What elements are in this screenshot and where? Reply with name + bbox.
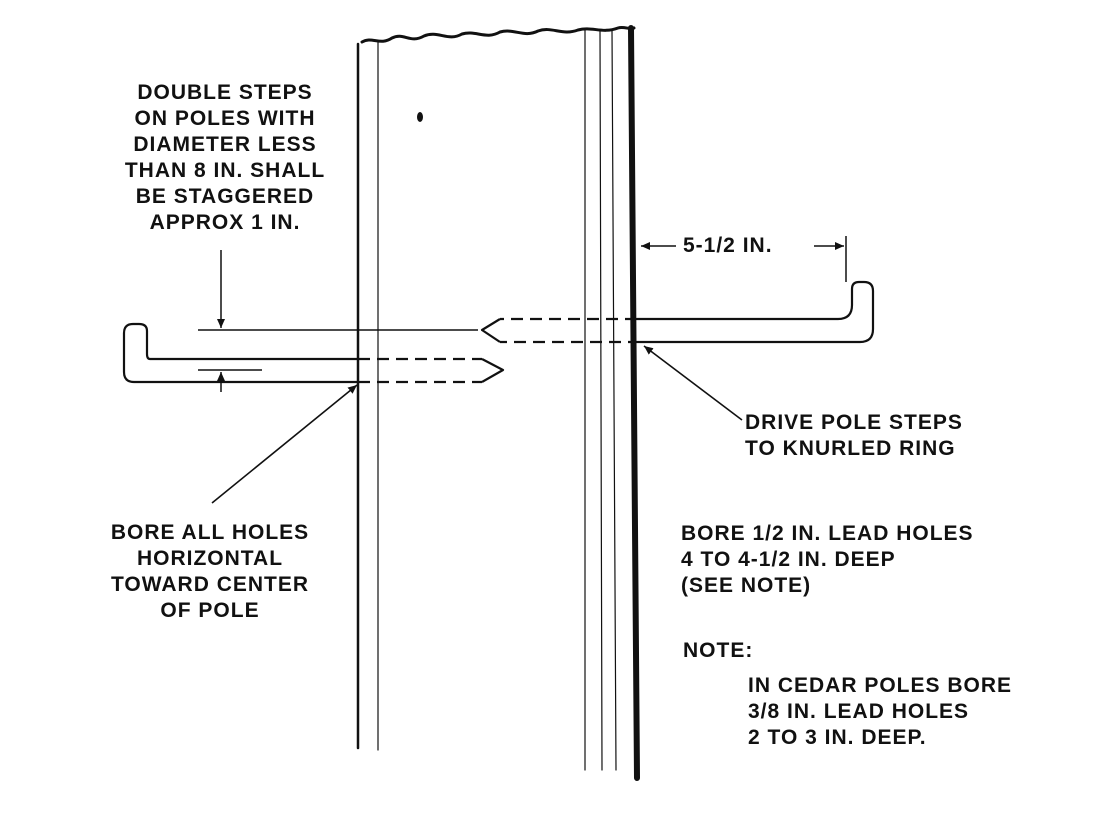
pole-broken-top bbox=[360, 25, 636, 44]
leader-lines bbox=[211, 345, 743, 504]
bore-holes-label: BORE ALL HOLES HORIZONTAL TOWARD CENTER … bbox=[110, 521, 310, 622]
step-length-label: 5-1/2 IN. bbox=[683, 234, 773, 257]
drive-steps-leader bbox=[643, 345, 743, 421]
stagger-dimension bbox=[198, 250, 478, 392]
bore-lead-holes-label: BORE 1/2 IN. LEAD HOLES 4 TO 4-1/2 IN. D… bbox=[681, 522, 974, 597]
left-pole-step bbox=[122, 322, 505, 384]
pole-grain-2 bbox=[599, 29, 603, 771]
pole bbox=[356, 25, 640, 781]
pole-right-edge bbox=[628, 25, 640, 781]
bore-holes-leader bbox=[211, 384, 358, 504]
pole-knot bbox=[417, 112, 423, 122]
double-steps-label: DOUBLE STEPS ON POLES WITH DIAMETER LESS… bbox=[124, 81, 326, 234]
note-body: IN CEDAR POLES BORE 3/8 IN. LEAD HOLES 2… bbox=[748, 674, 1013, 749]
right-pole-step bbox=[480, 280, 875, 344]
pole-grain-3 bbox=[611, 29, 617, 771]
note-title: NOTE: bbox=[683, 639, 754, 662]
drive-steps-label: DRIVE POLE STEPS TO KNURLED RING bbox=[745, 411, 963, 460]
step-length-dimension bbox=[641, 236, 847, 282]
